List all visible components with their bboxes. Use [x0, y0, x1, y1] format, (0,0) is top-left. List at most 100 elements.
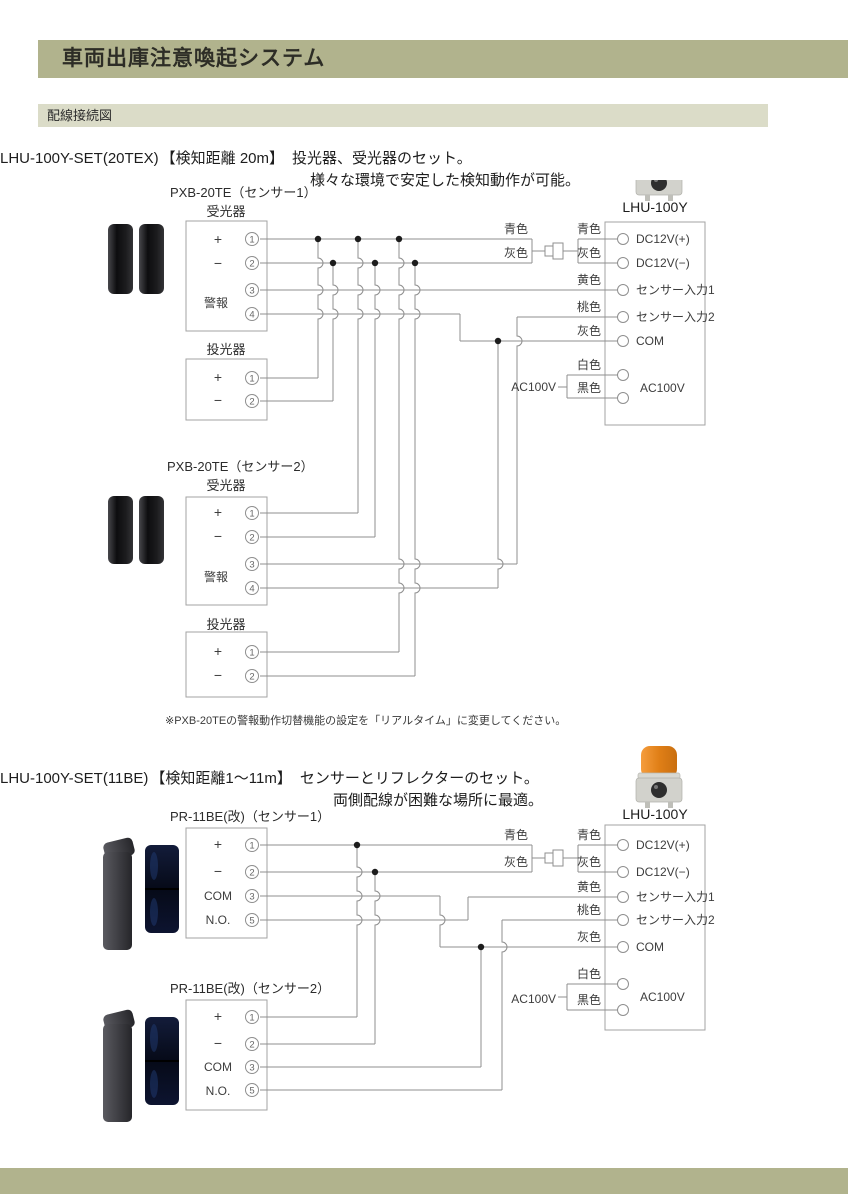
wiring-lines — [260, 238, 617, 677]
ac100v-source-label-2: AC100V — [511, 992, 556, 1006]
svg-text:黒色: 黒色 — [577, 993, 601, 1007]
svg-text:N.O.: N.O. — [206, 913, 231, 927]
svg-text:+: + — [214, 231, 222, 247]
junction-dots-2 — [353, 841, 485, 951]
svg-text:5: 5 — [249, 916, 254, 927]
sensor1-title: PXB-20TE（センサー1） — [170, 185, 317, 200]
svg-text:−: − — [214, 863, 222, 879]
page-title: 車両出庫注意喚起システム — [62, 47, 326, 70]
svg-text:2: 2 — [249, 259, 254, 270]
sensor1-title-2: PR-11BE(改)（センサー1） — [170, 809, 330, 824]
svg-text:白色: 白色 — [577, 966, 601, 981]
svg-text:黄色: 黄色 — [577, 880, 601, 894]
diagram1-spec: 【検知距離 20m】 — [160, 150, 285, 167]
wiring-diagram-1: PXB-20TE（センサー1） 受光器 投光器 PXB-20TE（センサー2） … — [108, 180, 715, 698]
lhu100y-beacon-photo-2 — [635, 746, 683, 808]
svg-text:3: 3 — [249, 286, 254, 297]
svg-text:N.O.: N.O. — [206, 1084, 231, 1098]
svg-text:1: 1 — [249, 374, 254, 385]
svg-text:+: + — [214, 369, 222, 385]
wiring-lines-2 — [260, 844, 617, 1091]
svg-text:2: 2 — [249, 868, 254, 879]
svg-text:灰色: 灰色 — [504, 246, 528, 260]
cable-connector-2 — [544, 849, 564, 867]
svg-text:2: 2 — [249, 533, 254, 544]
svg-text:2: 2 — [249, 397, 254, 408]
wire-color-labels-2: 青色 灰色 青色 灰色 黄色 桃色 灰色 白色 黒色 AC100V — [504, 828, 601, 1007]
junction-dots — [314, 235, 502, 345]
lhu100y-box-2 — [604, 824, 706, 1031]
svg-text:1: 1 — [249, 648, 254, 659]
svg-text:センサー入力1: センサー入力1 — [636, 890, 715, 904]
wire-color-labels: 青色 灰色 青色 灰色 黄色 桃色 灰色 白色 黒色 AC100V — [504, 222, 601, 395]
svg-text:青色: 青色 — [577, 222, 601, 236]
svg-text:3: 3 — [249, 1063, 254, 1074]
svg-text:センサー入力2: センサー入力2 — [636, 913, 715, 927]
lhu100y-terminals: DC12V(+) DC12V(−) センサー入力1 センサー入力2 COM AC… — [617, 232, 715, 404]
receiver2-label: 受光器 — [206, 478, 245, 493]
pr11be-sensor1-photo — [103, 837, 179, 950]
receiver1-label: 受光器 — [206, 204, 245, 219]
device-name-2: LHU-100Y — [622, 806, 688, 822]
svg-text:2: 2 — [249, 1040, 254, 1051]
sensor1-terminals-2: + − COM N.O. 1 2 3 5 — [204, 836, 259, 927]
diagram1-desc2: 様々な環境で安定した検知動作が可能。 — [310, 172, 581, 189]
transmitter2-box — [185, 631, 268, 698]
receiver1-terminals: + − 警報 1 2 3 4 — [204, 231, 259, 321]
svg-text:1: 1 — [249, 235, 254, 246]
diagram1-note: ※PXB-20TEの警報動作切替機能の設定を「リアルタイム」に変更してください。 — [165, 715, 567, 727]
page-title-bar: 車両出庫注意喚起システム — [38, 40, 848, 78]
svg-text:−: − — [214, 255, 222, 271]
svg-text:灰色: 灰色 — [577, 855, 601, 869]
svg-text:青色: 青色 — [504, 828, 528, 842]
svg-text:黄色: 黄色 — [577, 273, 601, 287]
svg-text:1: 1 — [249, 841, 254, 852]
svg-text:灰色: 灰色 — [577, 324, 601, 338]
sensor2-terminals-2: + − COM N.O. 1 2 3 5 — [204, 1008, 259, 1098]
svg-text:−: − — [214, 1035, 222, 1051]
cable-connector — [544, 242, 564, 260]
svg-text:5: 5 — [249, 1086, 254, 1097]
svg-text:+: + — [214, 504, 222, 520]
diagram2-desc1: センサーとリフレクターのセット。 — [299, 770, 539, 787]
section-bar: 配線接続図 — [38, 104, 768, 127]
pxb20te-sensor2-photo — [108, 496, 164, 564]
svg-text:DC12V(+): DC12V(+) — [636, 838, 690, 852]
transmitter1-terminals: + − 1 2 — [214, 369, 259, 408]
diagram2-title-line1: LHU-100Y-SET(11BE)【検知距離1～11m】センサーとリフレクター… — [0, 767, 539, 788]
svg-text:COM: COM — [636, 334, 664, 348]
svg-text:3: 3 — [249, 560, 254, 571]
svg-text:白色: 白色 — [577, 357, 601, 372]
diagram2-spec: 【検知距離1～11m】 — [150, 770, 292, 787]
svg-text:灰色: 灰色 — [577, 930, 601, 944]
transmitter2-label: 投光器 — [206, 617, 245, 632]
svg-text:桃色: 桃色 — [577, 299, 601, 314]
svg-text:−: − — [214, 528, 222, 544]
svg-text:COM: COM — [204, 889, 232, 903]
svg-text:青色: 青色 — [577, 828, 601, 842]
svg-text:黒色: 黒色 — [577, 381, 601, 395]
device-name: LHU-100Y — [622, 199, 688, 215]
lhu100y-box — [604, 221, 706, 426]
svg-text:灰色: 灰色 — [577, 246, 601, 260]
svg-text:青色: 青色 — [504, 222, 528, 236]
pxb20te-sensor1-photo — [108, 224, 164, 294]
svg-text:+: + — [214, 836, 222, 852]
svg-text:DC12V(+): DC12V(+) — [636, 232, 690, 246]
svg-text:1: 1 — [249, 509, 254, 520]
transmitter2-terminals: + − 1 2 — [214, 643, 259, 683]
svg-text:DC12V(−): DC12V(−) — [636, 865, 690, 879]
svg-text:灰色: 灰色 — [504, 855, 528, 869]
svg-text:+: + — [214, 1008, 222, 1024]
svg-text:−: − — [214, 667, 222, 683]
svg-text:3: 3 — [249, 892, 254, 903]
wiring-diagram-2: PR-11BE(改)（センサー1） PR-11BE(改)（センサー2） LHU-… — [103, 746, 715, 1122]
svg-text:4: 4 — [249, 310, 254, 321]
transmitter1-box — [185, 358, 268, 421]
sensor2-title-2: PR-11BE(改)（センサー2） — [170, 981, 330, 996]
svg-text:4: 4 — [249, 584, 254, 595]
diagram1-model: LHU-100Y-SET(20TEX) — [0, 150, 159, 167]
svg-text:DC12V(−): DC12V(−) — [636, 256, 690, 270]
section-title: 配線接続図 — [47, 108, 113, 123]
